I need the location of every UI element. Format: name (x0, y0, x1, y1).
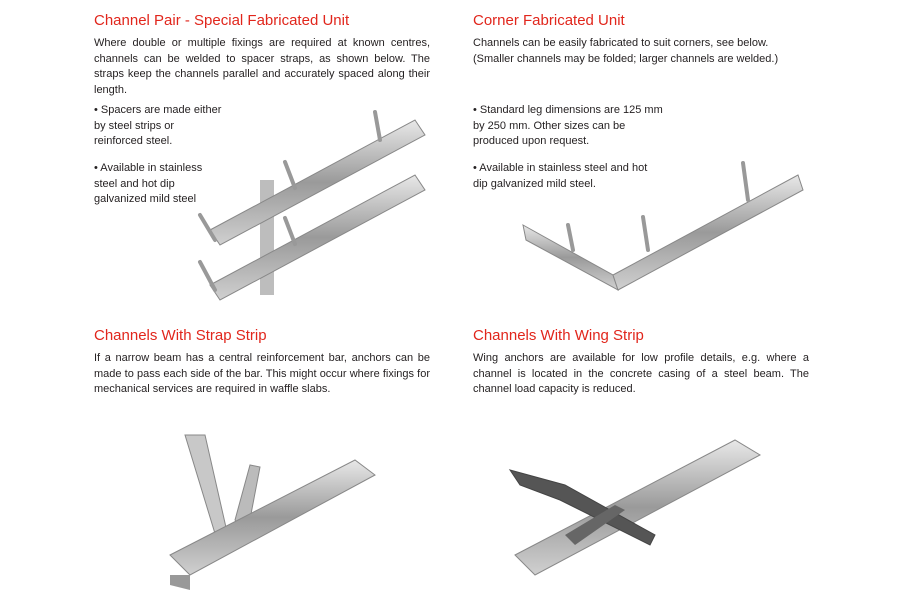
channel-pair-illustration (198, 110, 426, 301)
section-strap-strip: Channels With Strap Strip If a narrow be… (94, 327, 430, 398)
bullet: • Standard leg dimensions are 125 mm by … (473, 104, 663, 147)
bullet: • Available in stainless steel and hot d… (473, 162, 648, 190)
section-wing-strip: Channels With Wing Strip Wing anchors ar… (473, 327, 809, 398)
section-body: Channels can be easily fabricated to sui… (473, 37, 779, 65)
section-channel-pair: Channel Pair - Special Fabricated Unit W… (94, 12, 430, 98)
bullet: • Available in stainless steel and hot d… (94, 162, 203, 205)
section-title: Channels With Strap Strip (94, 327, 267, 344)
section-title: Corner Fabricated Unit (473, 12, 625, 29)
corner-unit-illustration (522, 161, 804, 292)
section-title: Channels With Wing Strip (473, 327, 644, 344)
bullet: • Spacers are made either by steel strip… (94, 104, 222, 147)
section-body: If a narrow beam has a central reinforce… (94, 352, 430, 395)
section-body: Where double or multiple fixings are req… (94, 37, 430, 96)
wing-strip-illustration (508, 439, 762, 576)
strap-strip-illustration (169, 434, 376, 590)
section-corner: Corner Fabricated Unit Channels can be e… (473, 12, 808, 67)
section-body: Wing anchors are available for low profi… (473, 352, 809, 395)
section-title: Channel Pair - Special Fabricated Unit (94, 12, 350, 29)
